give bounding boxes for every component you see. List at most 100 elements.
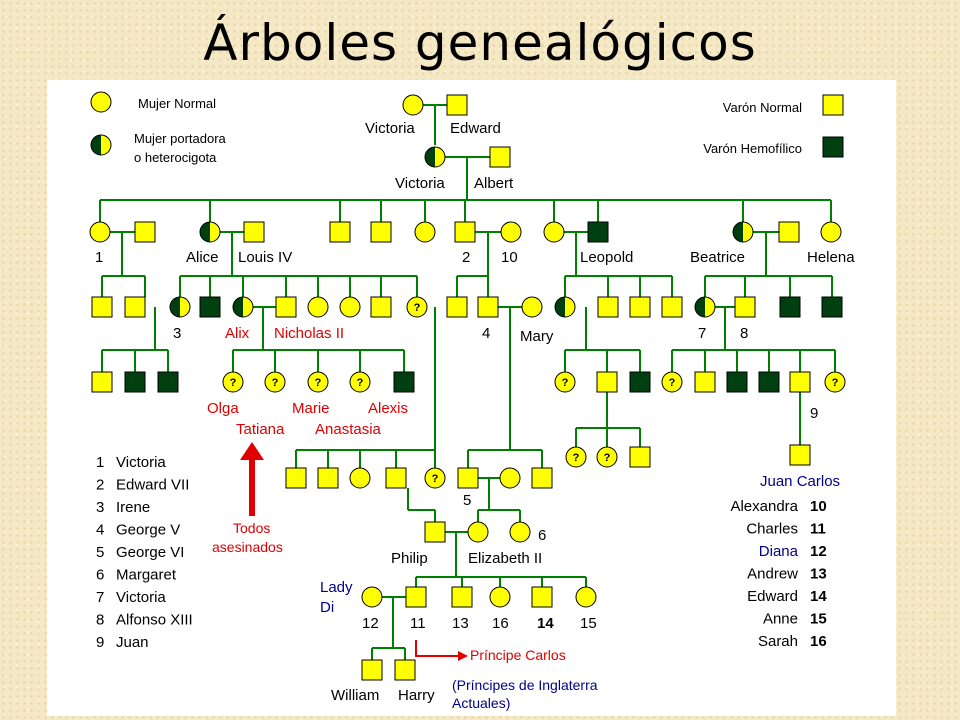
leopold-symbol (587, 221, 609, 243)
unknown-mark: ? (272, 377, 279, 389)
legend-male-normal-label: Varón Normal (723, 100, 802, 115)
key-right-number: 14 (810, 588, 827, 605)
male-symbol (199, 296, 221, 318)
pedigree-label: Philip (391, 550, 428, 567)
pedigree-label: Todos (233, 520, 270, 536)
female-symbol (349, 467, 371, 489)
key-left-number: 2 (96, 477, 104, 494)
female-symbol (414, 221, 436, 243)
pedigree-label: Juan Carlos (760, 473, 840, 490)
pedigree-label: Victoria (395, 175, 445, 192)
key-left-name: Edward VII (116, 477, 189, 494)
key-right-number: 13 (810, 566, 827, 583)
pedigree-label: 16 (492, 615, 509, 632)
william-symbol (361, 659, 383, 681)
legend-male-hemophilic-symbol (822, 136, 844, 158)
pedigree-label: 6 (538, 527, 546, 544)
key-right-number: 16 (810, 633, 827, 650)
key-right-name: Edward (747, 588, 798, 605)
female-symbol (424, 467, 446, 489)
male-symbol (629, 371, 651, 393)
pedigree-panel (47, 80, 896, 716)
pedigree-label: Lady (320, 579, 353, 596)
female-symbol (543, 221, 565, 243)
nicholas-ii-symbol (275, 296, 297, 318)
male-symbol (370, 296, 392, 318)
unknown-mark: ? (562, 377, 569, 389)
edward-symbol (446, 94, 468, 116)
male-symbol (778, 221, 800, 243)
legend-female-normal-symbol (90, 91, 112, 113)
key-left-name: Juan (116, 634, 149, 651)
male-symbol (124, 371, 146, 393)
alexandra-symbol (500, 221, 522, 243)
pedigree-label: 3 (173, 325, 181, 342)
male-symbol (91, 296, 113, 318)
male-symbol (596, 371, 618, 393)
female-symbol (307, 296, 329, 318)
male-symbol (629, 296, 651, 318)
pedigree-label: 11 (410, 615, 426, 632)
pedigree-label: Príncipe Carlos (470, 647, 566, 663)
female-symbol (554, 371, 576, 393)
key-right-name: Diana (759, 543, 799, 560)
male-symbol (317, 467, 339, 489)
pedigree-label: Edward (450, 120, 501, 137)
pedigree-label: Alexis (368, 400, 408, 417)
male-symbol (694, 371, 716, 393)
irene-symbol (169, 296, 191, 318)
charles-symbol (405, 586, 427, 608)
key-left-number: 7 (96, 589, 104, 606)
key-right-number: 10 (810, 498, 827, 515)
key-right-number: 11 (810, 521, 826, 538)
male-symbol (789, 371, 811, 393)
male-symbol (285, 467, 307, 489)
pedigree-label: Actuales) (452, 695, 510, 711)
legend-female-carrier-label: Mujer portadora (134, 131, 227, 146)
alice-symbol (199, 221, 221, 243)
female-symbol (349, 371, 371, 393)
male-symbol (451, 586, 473, 608)
legend-female-carrier-symbol (90, 134, 112, 156)
male-symbol (629, 446, 651, 468)
key-right-name: Sarah (758, 633, 798, 650)
unknown-mark: ? (230, 377, 237, 389)
george-vi-symbol (457, 467, 479, 489)
pedigree-label: 15 (580, 615, 597, 632)
philip-symbol (424, 521, 446, 543)
pedigree-label: 12 (362, 615, 379, 632)
queen-victoria-symbol (424, 146, 446, 168)
pedigree-label: 10 (501, 249, 518, 266)
female-symbol (575, 586, 597, 608)
key-left-number: 9 (96, 634, 104, 651)
female-symbol (89, 221, 111, 243)
unknown-mark: ? (414, 302, 421, 314)
pedigree-label: Marie (292, 400, 330, 417)
male-symbol (134, 221, 156, 243)
legend-male-hemophilic-label: Varón Hemofílico (703, 141, 802, 156)
pedigree-label: 8 (740, 325, 748, 342)
pedigree-label: Beatrice (690, 249, 745, 266)
asesinados-arrowhead (240, 442, 264, 460)
alfonso-xiii-symbol (734, 296, 756, 318)
pedigree-symbols: ??????????? (89, 91, 846, 681)
female-symbol (565, 446, 587, 468)
key-right-name: Charles (746, 521, 798, 538)
key-right-name: Andrew (747, 566, 798, 583)
pedigree-lines (99, 104, 836, 660)
female-symbol (307, 371, 329, 393)
legend-female-carrier-label: o heterocigota (134, 150, 217, 165)
key-left-name: Victoria (116, 454, 166, 471)
key-left-number: 1 (96, 454, 104, 471)
key-right-number: 15 (810, 611, 827, 628)
albert-symbol (489, 146, 511, 168)
pedigree-label: William (331, 687, 379, 704)
pedigree-label: 1 (95, 249, 103, 266)
mary-symbol (521, 296, 543, 318)
key-left-name: George VI (116, 544, 184, 561)
male-symbol (821, 296, 843, 318)
pedigree-label: 14 (537, 615, 554, 632)
pedigree-label: Tatiana (236, 421, 285, 438)
male-symbol (661, 296, 683, 318)
legend-male-normal-symbol (822, 94, 844, 116)
